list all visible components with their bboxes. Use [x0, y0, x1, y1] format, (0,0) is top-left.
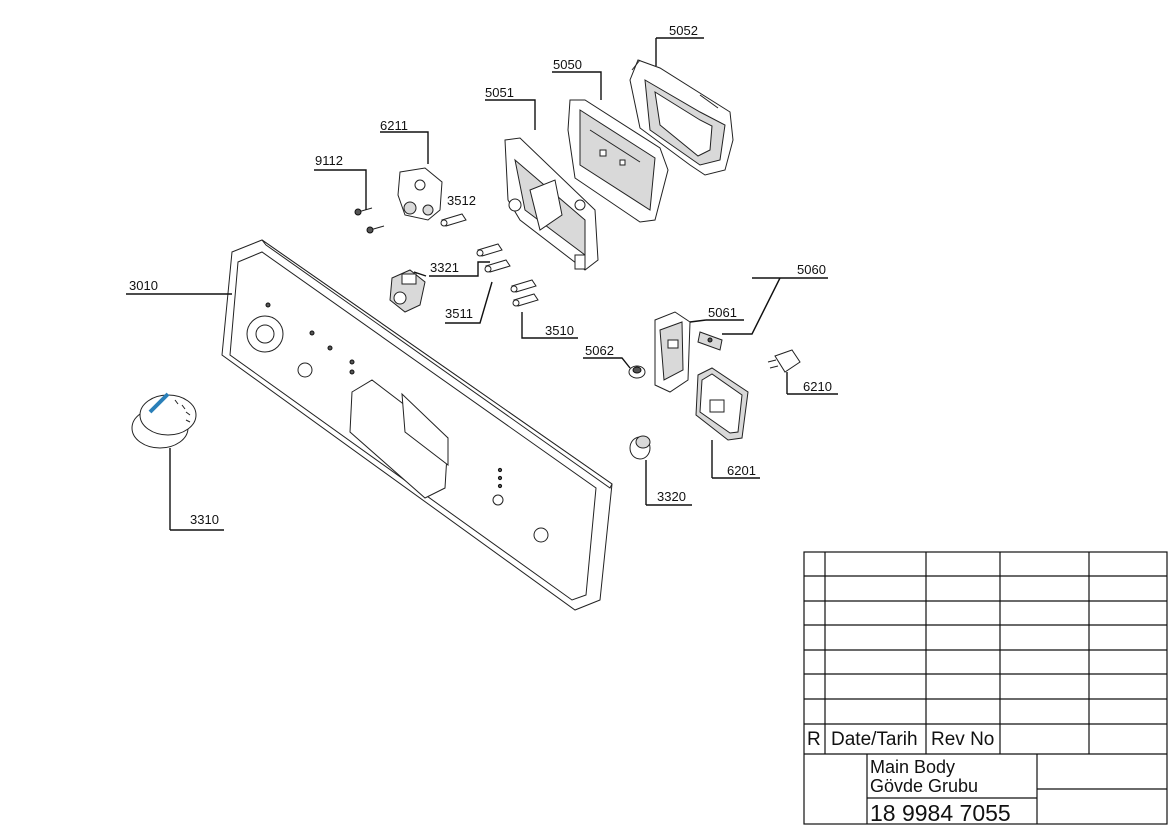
title-block: [803, 551, 1168, 825]
label-5062: 5062: [585, 343, 614, 358]
drawing-number: 18 9984 7055: [870, 800, 1011, 826]
part-5062-knob-cap: [628, 365, 646, 379]
rev-header-revno: Rev No: [931, 729, 994, 750]
part-3010-control-panel: [221, 239, 613, 611]
part-3512-plug: [440, 213, 467, 227]
part-6201-plate: [695, 367, 749, 441]
label-5050: 5050: [553, 57, 582, 72]
part-3511-plugs: [476, 243, 511, 273]
label-6210: 6210: [803, 379, 832, 394]
part-5050-board: [567, 99, 669, 223]
label-3512: 3512: [447, 193, 476, 208]
leader-lines: [126, 37, 838, 531]
part-3320-knob: [629, 435, 651, 460]
part-3310-knob: [131, 392, 197, 449]
label-3510: 3510: [545, 323, 574, 338]
part-5060-pcb: [697, 331, 723, 351]
part-5051-frame: [504, 137, 599, 271]
part-5061-bracket: [654, 311, 691, 393]
part-9112-screws: [354, 207, 385, 234]
part-6211-valve: [397, 167, 443, 221]
part-5052-bracket: [629, 59, 734, 176]
rev-header-date: Date/Tarih: [831, 729, 918, 750]
label-5052: 5052: [669, 23, 698, 38]
part-6210-switch: [767, 349, 801, 373]
label-6211: 6211: [380, 118, 408, 133]
label-3010: 3010: [129, 278, 158, 293]
label-5061: 5061: [708, 305, 737, 320]
rev-header-r: R: [807, 729, 821, 750]
part-3321-switch: [389, 269, 426, 313]
label-3320: 3320: [657, 489, 686, 504]
label-6201: 6201: [727, 463, 756, 478]
label-3511: 3511: [445, 306, 473, 321]
label-5060: 5060: [797, 262, 826, 277]
label-9112: 9112: [315, 153, 343, 168]
label-3310: 3310: [190, 512, 219, 527]
title-line-1: Main Body: [870, 757, 955, 777]
title-line-2: Gövde Grubu: [870, 776, 978, 796]
label-5051: 5051: [485, 85, 514, 100]
part-3510-plugs: [510, 279, 539, 307]
label-3321: 3321: [430, 260, 459, 275]
